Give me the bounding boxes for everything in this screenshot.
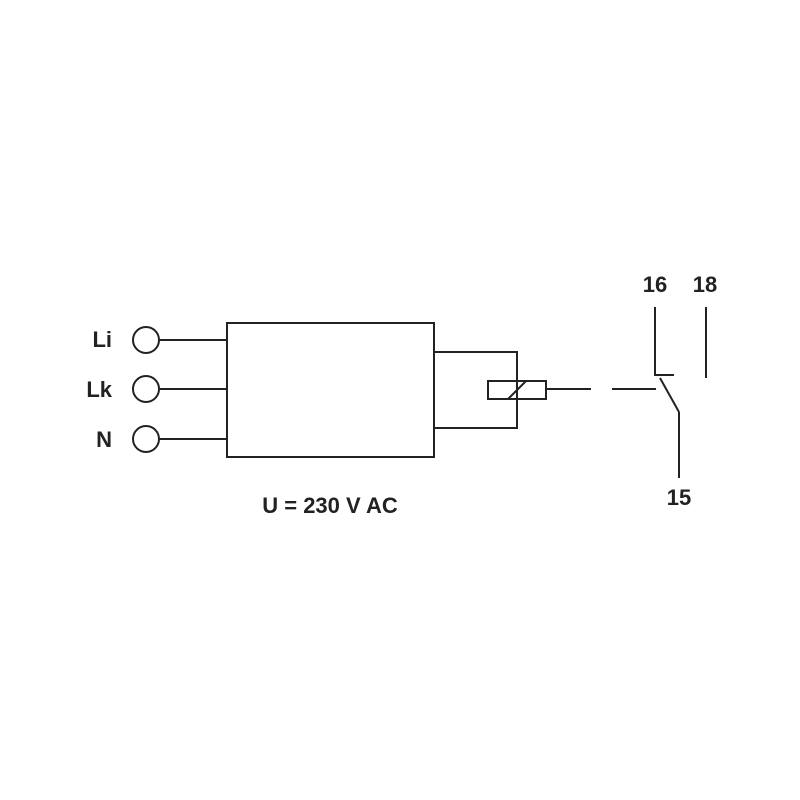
terminal-li — [132, 326, 160, 354]
terminal-label-lk: Lk — [86, 377, 112, 402]
terminal-lk — [132, 375, 160, 403]
contact-label-16: 16 — [643, 272, 667, 297]
relay-coil-slash — [507, 380, 527, 400]
supply-voltage-label: U = 230 V AC — [262, 493, 398, 518]
contact-label-15: 15 — [667, 485, 691, 510]
contact-nc-line — [654, 307, 674, 376]
contact-switch-arm — [659, 377, 680, 413]
coil-wiring — [434, 351, 518, 429]
terminal-label-li: Li — [92, 327, 112, 352]
terminal-n — [132, 425, 160, 453]
module-box — [226, 322, 435, 458]
terminal-label-n: N — [96, 427, 112, 452]
contact-label-18: 18 — [693, 272, 717, 297]
